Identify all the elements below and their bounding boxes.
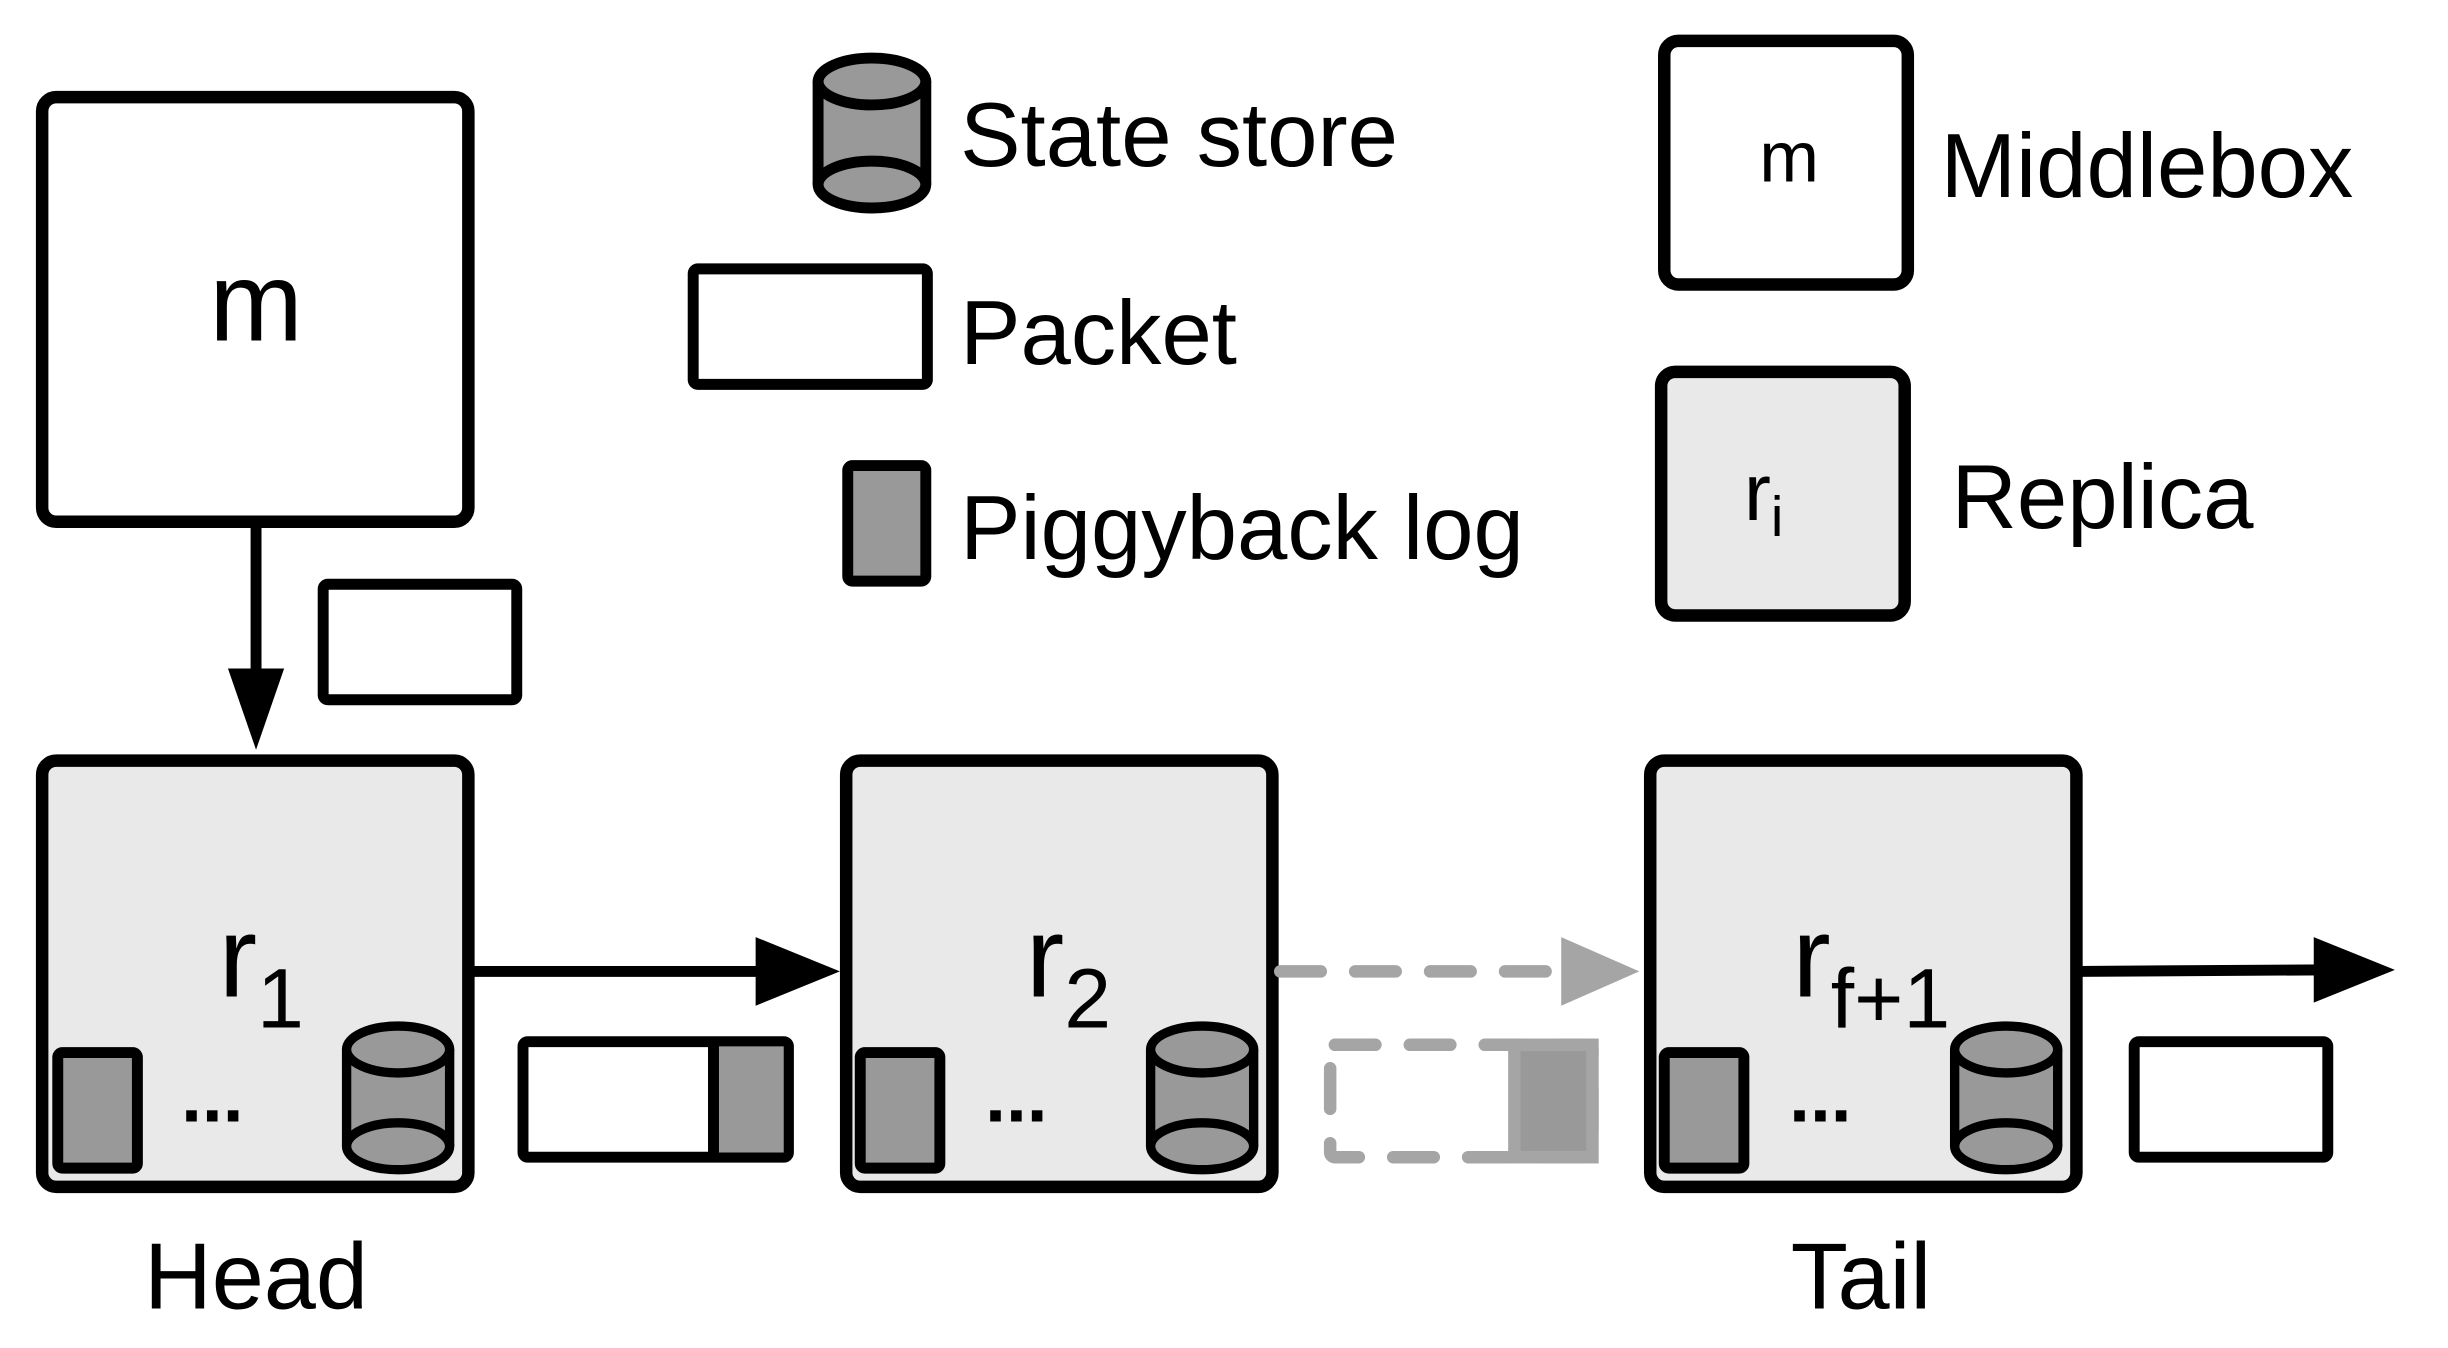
replica-node-head: r1 ... (35, 754, 475, 1194)
legend-piggyback-log: Piggyback log (842, 460, 1524, 587)
replica-2-label: r2 (1026, 892, 1111, 1045)
replica-node-tail: rf+1 ... (1643, 754, 2083, 1194)
state-store-icon (1145, 1021, 1259, 1175)
replica-icon (1654, 365, 1911, 622)
arrow-head-to-r2 (468, 937, 840, 1006)
ellipsis: ... (1789, 1053, 1851, 1137)
packet-icon (687, 263, 933, 390)
middlebox-node: m (35, 90, 475, 529)
head-label: Head (144, 1224, 368, 1329)
state-store-icon (812, 52, 932, 214)
ellipsis: ... (181, 1053, 243, 1137)
legend-piggyback-log-label: Piggyback log (960, 478, 1524, 579)
legend-middlebox-label: Middlebox (1941, 116, 2354, 217)
piggyback-log-icon (52, 1047, 143, 1174)
piggyback-log-icon (1658, 1047, 1750, 1174)
middlebox-icon (1658, 34, 1915, 291)
packet-with-log-dashed (1323, 1038, 1599, 1164)
replica-tail-subscript: f+1 (1831, 952, 1951, 1046)
legend-replica-label: Replica (1952, 447, 2255, 548)
piggyback-log-faded (1508, 1038, 1599, 1164)
middlebox-label: m (209, 239, 303, 365)
arrow-middlebox-to-head (227, 521, 285, 750)
piggyback-log-icon (854, 1047, 946, 1174)
replica-tail-label: rf+1 (1792, 892, 1950, 1045)
replica-2-symbol: r (1026, 892, 1064, 1021)
packet-with-log (517, 1036, 794, 1163)
packet-outgoing (2128, 1036, 2334, 1163)
legend-packet-label: Packet (960, 283, 1237, 384)
legend-state-store-label: State store (960, 85, 1398, 186)
replica-1-subscript: 1 (257, 952, 304, 1046)
state-store-icon (1949, 1021, 2063, 1175)
piggyback-log-icon (842, 460, 932, 587)
legend-replica: ri Replica (1654, 365, 2255, 622)
legend-replica-symbol: ri (1744, 448, 1784, 548)
legend-replica-symbol-base: r (1744, 448, 1771, 538)
packet-incoming (317, 578, 523, 706)
legend-state-store: State store (812, 52, 1398, 214)
piggyback-log-attached (713, 1046, 784, 1153)
legend-middlebox-symbol: m (1759, 117, 1819, 197)
replica-2-subscript: 2 (1064, 952, 1111, 1046)
legend-packet: Packet (687, 263, 1237, 390)
replica-node-2: r2 ... (839, 754, 1279, 1194)
legend-replica-symbol-sub: i (1771, 485, 1783, 548)
tail-label: Tail (1791, 1224, 1932, 1329)
arrow-dashed-r2-to-tail (1273, 937, 1640, 1006)
replica-1-symbol: r (219, 892, 257, 1021)
replica-1-label: r1 (219, 892, 304, 1045)
legend-middlebox: m Middlebox (1658, 34, 2354, 291)
replica-tail-symbol: r (1792, 892, 1830, 1021)
state-store-icon (341, 1021, 455, 1175)
ellipsis: ... (985, 1053, 1047, 1137)
arrow-tail-output (2076, 937, 2395, 1003)
